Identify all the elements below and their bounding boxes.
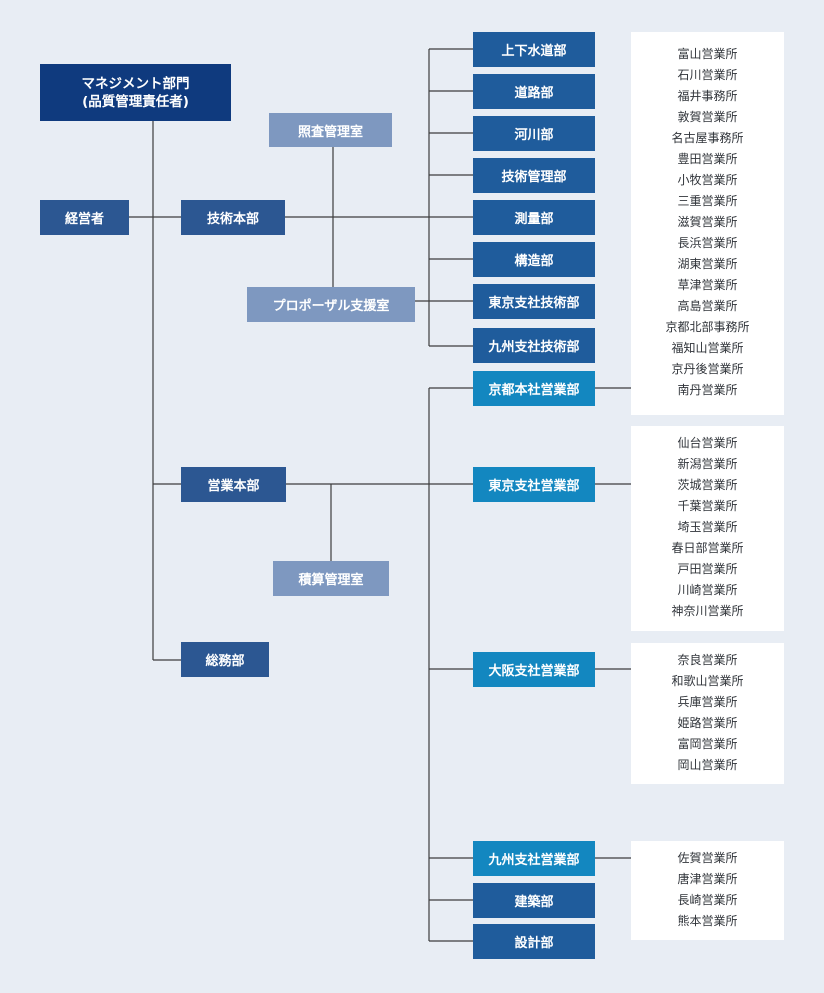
sales-dept-osaka: 大阪支社営業部 [473,652,595,687]
tech-dept-river: 河川部 [473,116,595,151]
office-item: 兵庫営業所 [677,695,738,709]
tech-dept-water: 上下水道部 [473,32,595,67]
tech-dept-tokyo: 東京支社技術部 [473,284,595,319]
office-item: 岡山営業所 [677,758,738,772]
office-item: 南丹営業所 [677,383,738,397]
executive-box: 経営者 [40,200,129,235]
office-item: 川崎営業所 [677,583,738,597]
offices-panel-kyoto: 富山営業所 石川営業所 福井事務所 敦賀営業所 名古屋事務所 豊田営業所 小牧営… [631,32,784,415]
tech-dept-management: 技術管理部 [473,158,595,193]
sales-dept-tokyo: 東京支社営業部 [473,467,595,502]
estimate-office-box: 積算管理室 [273,561,389,596]
design-dept: 設計部 [473,924,595,959]
office-item: 草津営業所 [677,278,738,292]
office-item: 姫路営業所 [677,716,738,730]
tech-dept-road: 道路部 [473,74,595,109]
office-item: 仙台営業所 [677,436,738,450]
office-item: 神奈川営業所 [671,604,744,618]
sales-hq-box: 営業本部 [181,467,286,502]
office-item: 三重営業所 [677,194,738,208]
office-item: 長崎営業所 [677,893,738,907]
office-item: 福知山営業所 [671,341,744,355]
office-item: 小牧営業所 [677,173,738,187]
office-item: 富山営業所 [677,47,738,61]
management-subtitle: (品質管理責任者) [82,93,189,110]
general-affairs-box: 総務部 [181,642,269,677]
office-item: 佐賀営業所 [677,851,738,865]
offices-panel-kyushu: 佐賀営業所 唐津営業所 長崎営業所 熊本営業所 [631,841,784,940]
office-item: 高島営業所 [677,299,738,313]
inspection-office-box: 照査管理室 [269,113,392,147]
office-item: 石川営業所 [677,68,738,82]
office-item: 富岡営業所 [677,737,738,751]
office-item: 豊田営業所 [677,152,738,166]
office-item: 千葉営業所 [677,499,738,513]
sales-dept-kyushu: 九州支社営業部 [473,841,595,876]
office-item: 敦賀営業所 [677,110,738,124]
office-item: 新潟営業所 [677,457,738,471]
office-item: 名古屋事務所 [671,131,744,145]
office-item: 唐津営業所 [677,872,738,886]
tech-dept-survey: 測量部 [473,200,595,235]
office-item: 埼玉営業所 [677,520,738,534]
offices-panel-tokyo: 仙台営業所 新潟営業所 茨城営業所 千葉営業所 埼玉営業所 春日部営業所 戸田営… [631,426,784,631]
office-item: 京都北部事務所 [665,320,750,334]
management-box: マネジメント部門 (品質管理責任者) [40,64,231,121]
office-item: 戸田営業所 [677,562,738,576]
tech-hq-box: 技術本部 [181,200,285,235]
proposal-office-box: プロポーザル支援室 [247,287,415,322]
office-item: 湖東営業所 [677,257,738,271]
office-item: 長浜営業所 [677,236,738,250]
office-item: 奈良営業所 [677,653,738,667]
office-item: 茨城営業所 [677,478,738,492]
tech-dept-kyushu: 九州支社技術部 [473,328,595,363]
office-item: 滋賀営業所 [677,215,738,229]
management-title: マネジメント部門 [81,75,190,92]
sales-dept-kyoto: 京都本社営業部 [473,371,595,406]
office-item: 京丹後営業所 [671,362,744,376]
office-item: 熊本営業所 [677,914,738,928]
office-item: 福井事務所 [677,89,738,103]
architecture-dept: 建築部 [473,883,595,918]
office-item: 和歌山営業所 [671,674,744,688]
offices-panel-osaka: 奈良営業所 和歌山営業所 兵庫営業所 姫路営業所 富岡営業所 岡山営業所 [631,643,784,784]
office-item: 春日部営業所 [671,541,744,555]
tech-dept-structure: 構造部 [473,242,595,277]
